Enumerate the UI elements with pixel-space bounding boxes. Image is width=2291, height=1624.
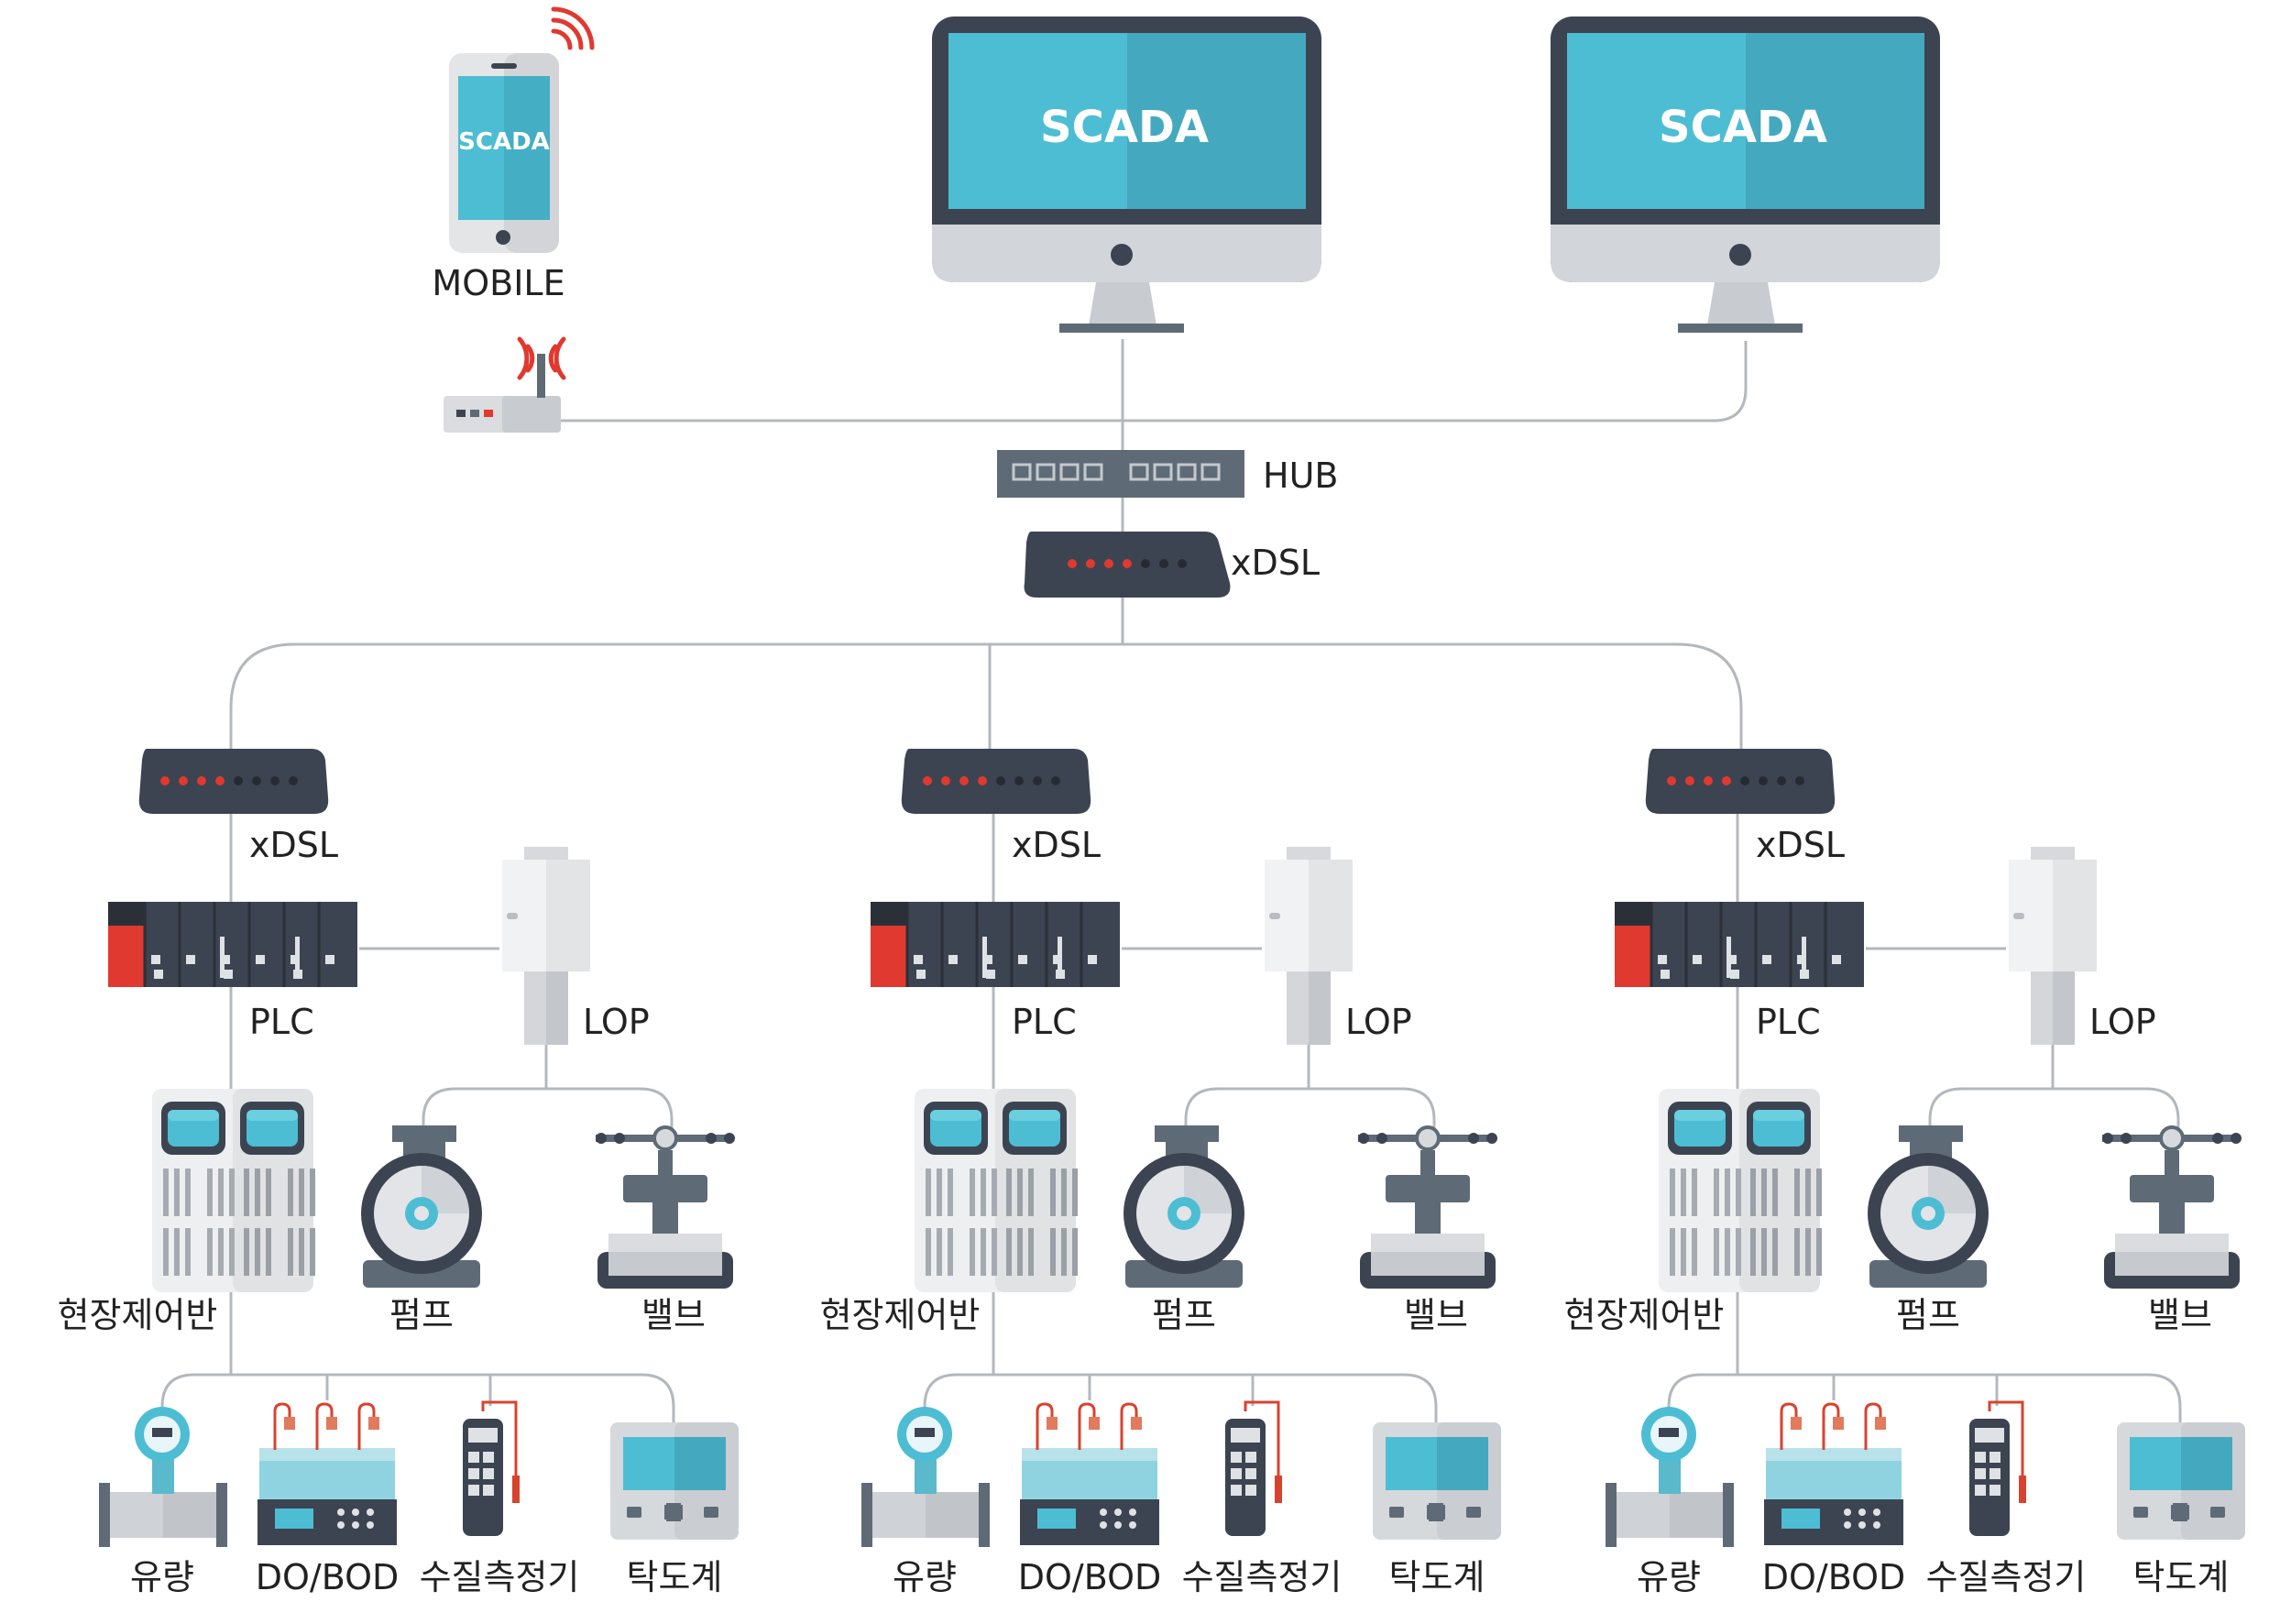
water-quality-meter-icon: [1969, 1400, 2026, 1536]
site-xdsl-label: xDSL: [1012, 825, 1101, 865]
plc-rack: [108, 902, 357, 987]
do-bod-analyzer-icon: [1764, 1402, 1903, 1545]
plc-label: PLC: [249, 1002, 314, 1042]
wireless-router: [444, 336, 566, 433]
sensor-label-do-bod: DO/BOD: [1762, 1557, 1906, 1597]
turbidity-meter-icon: [610, 1422, 739, 1540]
pump-icon: [361, 1125, 482, 1288]
sensor-label-turbidity: 탁도계: [1389, 1557, 1485, 1597]
turbidity-meter-icon: [2117, 1422, 2245, 1540]
valve-icon: [596, 1125, 735, 1289]
scada-screen-text-2: SCADA: [1659, 102, 1827, 153]
wifi-signal-icon: [551, 6, 595, 50]
plc-label: PLC: [1012, 1002, 1077, 1042]
plc-label: PLC: [1756, 1002, 1821, 1042]
scada-monitor-1: SCADA: [932, 16, 1321, 333]
do-bod-analyzer-icon: [1020, 1402, 1159, 1545]
valve-icon: [2102, 1125, 2242, 1289]
scada-monitor-2: SCADA: [1551, 16, 1940, 333]
sensor-label-flow: 유량: [130, 1557, 194, 1597]
lop-label: LOP: [2089, 1002, 2156, 1042]
sensor-label-water-quality: 수질측정기: [1926, 1557, 2087, 1597]
pump-label: 펌프: [1896, 1295, 1960, 1335]
lop-box: [2009, 847, 2097, 1045]
valve-label: 밸브: [641, 1295, 706, 1335]
top-xdsl-label: xDSL: [1231, 543, 1320, 583]
valve-label: 밸브: [1404, 1295, 1468, 1335]
sensor-label-flow: 유량: [1637, 1557, 1701, 1597]
do-bod-analyzer-icon: [258, 1402, 397, 1545]
field-panel-label: 현장제어반: [58, 1295, 218, 1335]
lop-label: LOP: [583, 1002, 650, 1042]
lop-label: LOP: [1345, 1002, 1412, 1042]
antenna-signal-icon: [517, 336, 566, 380]
lop-box: [1265, 847, 1353, 1045]
field-control-panel: [915, 1089, 1078, 1292]
plc-rack: [871, 902, 1120, 987]
flowmeter-icon: [1606, 1407, 1734, 1547]
plc-rack: [1615, 902, 1864, 987]
scada-screen-text-1: SCADA: [1040, 102, 1209, 153]
sensor-label-water-quality: 수질측정기: [1182, 1557, 1343, 1597]
site-xdsl-modem: [138, 749, 329, 814]
water-quality-meter-icon: [463, 1400, 520, 1536]
flowmeter-icon: [861, 1407, 990, 1547]
network-hub: [997, 450, 1244, 498]
sensor-label-turbidity: 탁도계: [2133, 1557, 2230, 1597]
hub-label: HUB: [1263, 455, 1338, 496]
turbidity-meter-icon: [1373, 1422, 1501, 1540]
sensor-label-do-bod: DO/BOD: [1018, 1557, 1162, 1597]
field-control-panel: [1659, 1089, 1822, 1292]
sensor-label-water-quality: 수질측정기: [420, 1557, 580, 1597]
pump-label: 펌프: [389, 1295, 454, 1335]
site-xdsl-label: xDSL: [249, 825, 338, 865]
pump-icon: [1124, 1125, 1244, 1288]
top-xdsl-modem: [1024, 532, 1231, 598]
pump-icon: [1868, 1125, 1989, 1288]
valve-label: 밸브: [2148, 1295, 2212, 1335]
sensor-label-flow: 유량: [893, 1557, 957, 1597]
field-control-panel: [152, 1089, 315, 1292]
top-wiring: [229, 339, 1748, 759]
mobile-screen-text: SCADA: [458, 128, 550, 156]
sensor-label-do-bod: DO/BOD: [256, 1557, 400, 1597]
site-xdsl-modem: [1645, 749, 1836, 814]
flowmeter-icon: [99, 1407, 227, 1547]
valve-icon: [1358, 1125, 1497, 1289]
site-xdsl-modem: [901, 749, 1091, 814]
site-xdsl-label: xDSL: [1756, 825, 1845, 865]
field-panel-label: 현장제어반: [1564, 1295, 1725, 1335]
water-quality-meter-icon: [1225, 1400, 1282, 1536]
mobile-label: MOBILE: [432, 263, 565, 303]
pump-label: 펌프: [1152, 1295, 1216, 1335]
mobile-phone: SCADA: [449, 6, 595, 253]
sensor-label-turbidity: 탁도계: [627, 1557, 723, 1597]
field-panel-label: 현장제어반: [820, 1295, 981, 1335]
lop-box: [502, 847, 590, 1045]
